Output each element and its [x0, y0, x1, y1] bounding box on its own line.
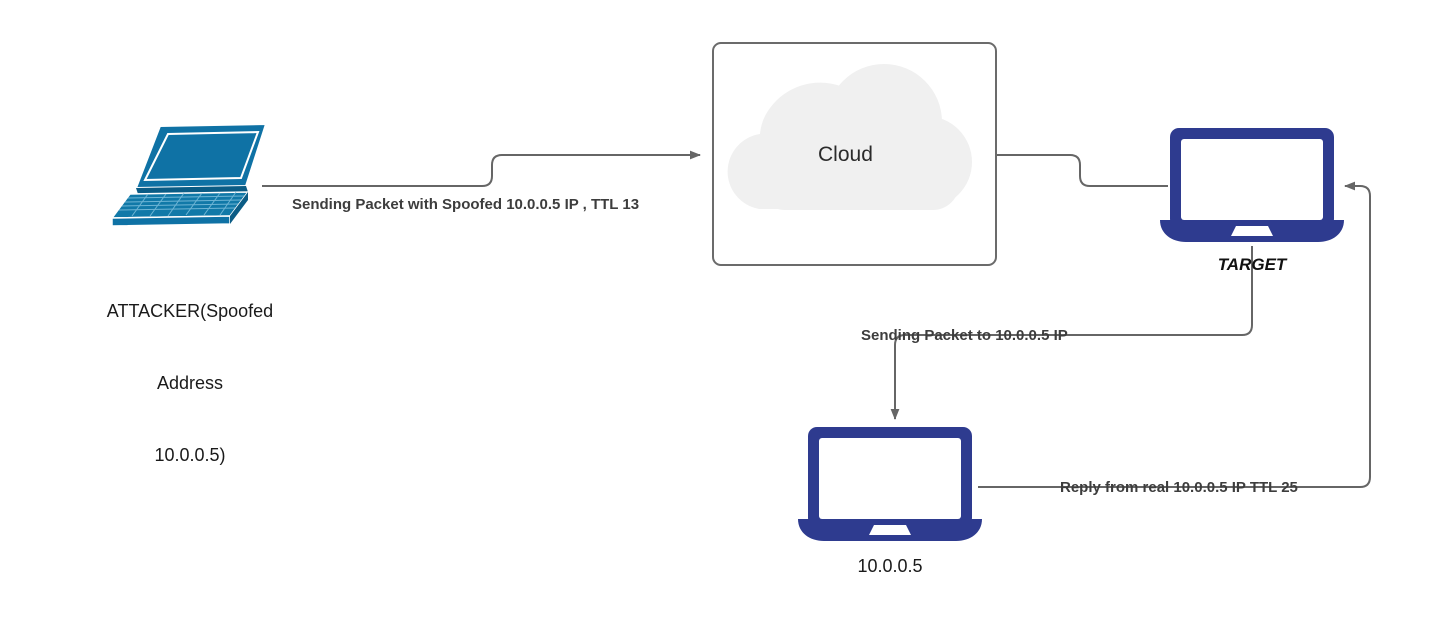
attacker-label-line-3: 10.0.0.5) — [154, 444, 226, 465]
node-victim[interactable] — [794, 425, 986, 545]
laptop-icon — [798, 427, 982, 541]
node-cloud[interactable]: Cloud — [712, 42, 997, 266]
attacker-label: ATTACKER(Spoofed Address 10.0.0.5) — [60, 252, 320, 515]
node-attacker[interactable] — [108, 120, 268, 230]
edge-label-target-to-victim: Sending Packet to 10.0.0.5 IP — [861, 327, 1068, 344]
laptop-icon — [1160, 128, 1344, 242]
connector-cloud-to-target — [997, 154, 1168, 187]
cloud-label: Cloud — [818, 143, 873, 166]
victim-label: 10.0.0.5 — [857, 556, 923, 576]
connector-victim-to-target — [978, 181, 1371, 488]
laptop-isometric-icon — [110, 122, 268, 227]
attacker-label-line-2: Address — [156, 372, 224, 393]
target-label: TARGET — [1217, 255, 1287, 274]
connector-attacker-to-cloud — [262, 150, 701, 187]
edge-label-attacker-to-cloud: Sending Packet with Spoofed 10.0.0.5 IP … — [292, 196, 640, 213]
node-target[interactable] — [1156, 126, 1348, 246]
attacker-label-line-1: ATTACKER(Spoofed — [106, 300, 274, 321]
connector-target-to-victim — [890, 246, 1253, 420]
edge-label-victim-to-target: Reply from real 10.0.0.5 IP TTL 25 — [1060, 479, 1298, 496]
cloud-icon — [727, 64, 972, 210]
